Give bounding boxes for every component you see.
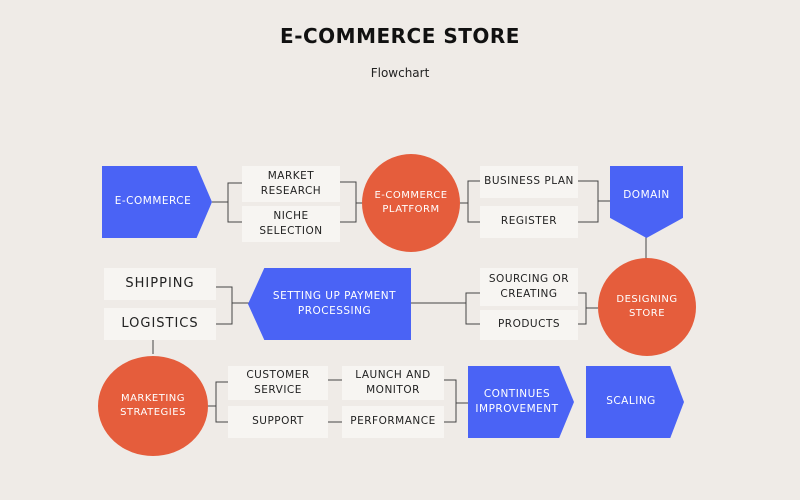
node-continues-improvement[interactable]: CONTINUES IMPROVEMENT (468, 366, 574, 438)
node-ecommerce[interactable]: E-COMMERCE (102, 166, 212, 238)
connector-designing-sourcing (578, 292, 598, 325)
node-products[interactable]: PRODUCTS (480, 310, 578, 340)
node-niche-selection[interactable]: NICHE SELECTION (242, 206, 340, 242)
node-performance[interactable]: PERFORMANCE (342, 406, 444, 438)
connector-payment-shipping (216, 286, 250, 325)
node-shipping[interactable]: SHIPPING (104, 268, 216, 300)
node-designing-store[interactable]: DESIGNING STORE (598, 258, 696, 356)
connector-launch-improvement (444, 379, 468, 423)
node-register[interactable]: REGISTER (480, 206, 578, 238)
connector-ecommerce-research (212, 182, 242, 223)
node-support[interactable]: SUPPORT (228, 406, 328, 438)
node-ecommerce-platform[interactable]: E-COMMERCE PLATFORM (362, 154, 460, 252)
page-subtitle: Flowchart (370, 66, 430, 80)
node-market-research[interactable]: MARKET RESEARCH (242, 166, 340, 202)
node-scaling[interactable]: SCALING (586, 366, 684, 438)
connector-customer-launch (328, 379, 342, 423)
connector-research-platform (340, 181, 364, 223)
connector-plan-domain (578, 180, 610, 223)
node-customer-service[interactable]: CUSTOMER SERVICE (228, 366, 328, 400)
connector-marketing-customer (208, 381, 228, 423)
page-title: E-COMMERCE STORE (280, 24, 520, 48)
node-logistics[interactable]: LOGISTICS (104, 308, 216, 340)
node-sourcing-or-creating[interactable]: SOURCING OR CREATING (480, 268, 578, 306)
connector-platform-plan (460, 180, 480, 223)
node-business-plan[interactable]: BUSINESS PLAN (480, 166, 578, 198)
node-marketing-strategies[interactable]: MARKETING STRATEGIES (98, 356, 208, 456)
node-setting-up-payment[interactable]: SETTING UP PAYMENT PROCESSING (248, 268, 411, 340)
node-launch-and-monitor[interactable]: LAUNCH AND MONITOR (342, 366, 444, 400)
